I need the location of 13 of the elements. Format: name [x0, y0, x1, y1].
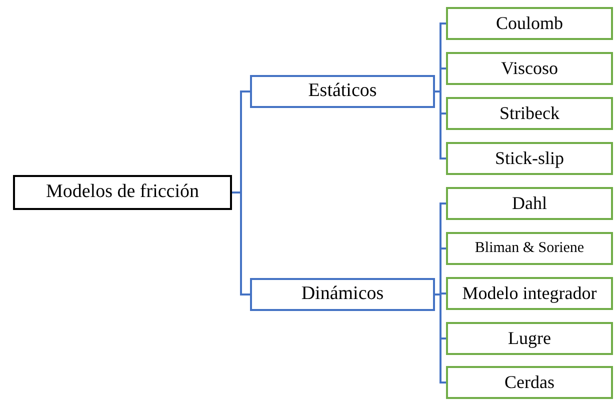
connector-line [232, 192, 250, 296]
model-box: Stick-slip [446, 142, 613, 175]
root-box: Modelos de fricción [13, 175, 232, 210]
model-box: Cerdas [446, 366, 613, 399]
model-box: Lugre [446, 322, 613, 355]
category-box: Estáticos [250, 75, 435, 108]
model-box: Stribeck [446, 97, 613, 130]
category-box: Dinámicos [250, 278, 435, 311]
model-box: Modelo integrador [446, 277, 613, 310]
model-box: Bliman & Soriene [446, 232, 613, 265]
model-box: Coulomb [446, 7, 613, 40]
model-box: Dahl [446, 187, 613, 220]
model-box: Viscoso [446, 52, 613, 85]
